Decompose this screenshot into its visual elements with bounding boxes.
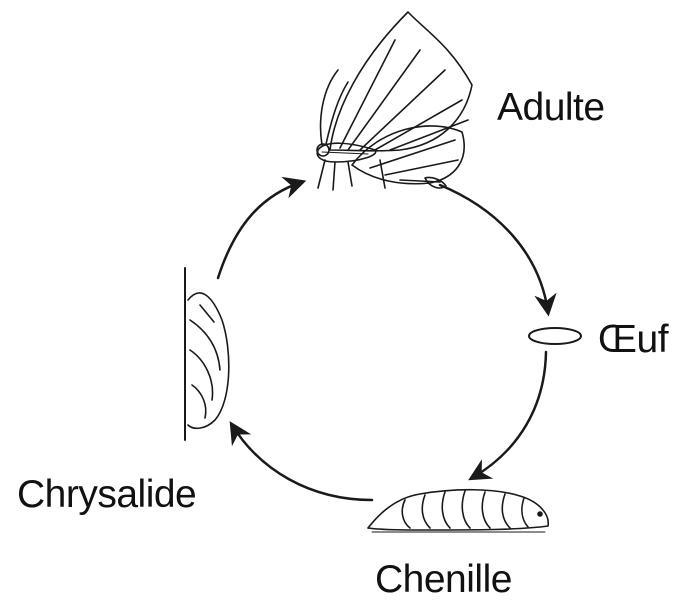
stage-label-chrysalis: Chrysalide [17, 475, 196, 514]
butterfly-icon [317, 12, 472, 190]
stage-label-adult: Adulte [497, 88, 605, 127]
egg-icon [529, 328, 581, 344]
stage-label-caterpillar: Chenille [375, 560, 512, 599]
arrow-chrysalis-to-adult [218, 182, 302, 278]
chrysalis-icon [185, 268, 229, 440]
stage-label-egg: Œuf [598, 320, 668, 359]
arrow-caterpillar-to-chrysalis [232, 425, 372, 500]
arrow-adult-to-egg [440, 185, 548, 312]
arrow-egg-to-caterpillar [472, 352, 546, 478]
caterpillar-icon [368, 490, 548, 532]
